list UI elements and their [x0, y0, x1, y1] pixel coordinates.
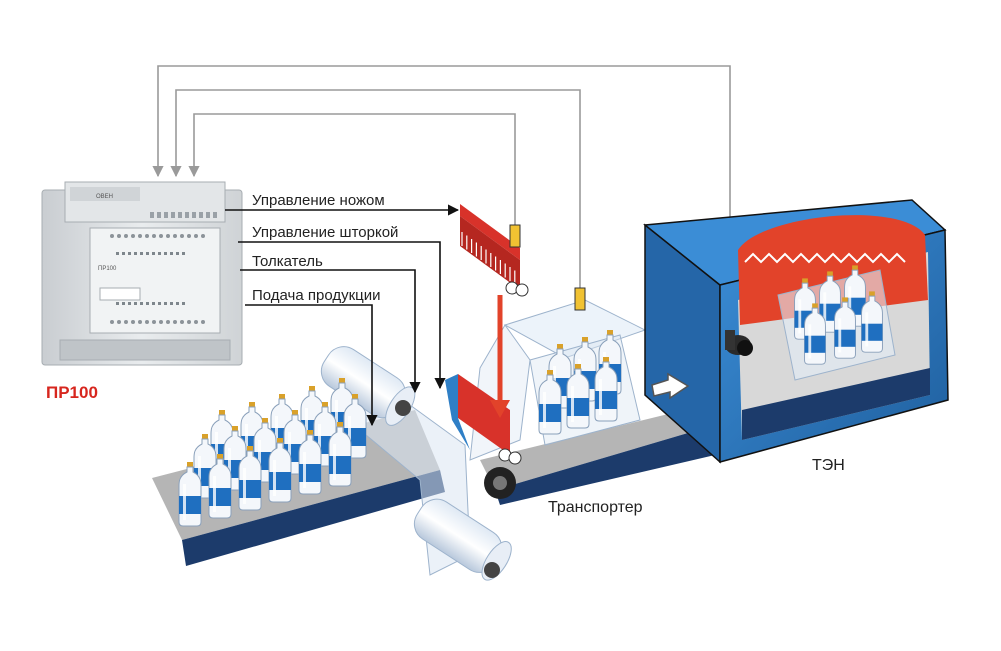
bottle [208, 454, 232, 519]
controller-model-label: ПР100 [46, 383, 98, 402]
bottle [804, 303, 826, 365]
bottle [566, 364, 590, 429]
signal-label-knife: Управление ножом [252, 192, 385, 209]
bottle [238, 446, 262, 511]
line-product-feed [245, 304, 378, 427]
conveyor-top-right [480, 405, 715, 490]
bottle [268, 438, 292, 503]
pack-bottles [538, 330, 622, 435]
line-shutter-control [238, 241, 446, 390]
controller-leds [99, 252, 185, 305]
film-roll-bottom-axle [484, 562, 500, 578]
bottle [298, 430, 322, 495]
conveyor-drive-roller-hub [493, 476, 507, 490]
arrow-right-icon [651, 372, 690, 400]
heat-tunnel [643, 199, 949, 464]
bottle [834, 297, 856, 359]
bottle [861, 291, 883, 353]
controller-logo-plate [70, 187, 140, 201]
controller-brand-logo: ОВЕН [96, 194, 113, 200]
product-presence-sensor [574, 287, 586, 311]
conveyor [152, 405, 715, 566]
wrapped-pack [469, 299, 647, 461]
bottle [844, 265, 866, 327]
controller-device: ОВЕН ПР100 [41, 181, 243, 366]
control-lines [225, 204, 460, 427]
knife-stroke-arrowhead [490, 400, 510, 418]
wire-product-sensor [170, 89, 581, 288]
tunnel-floor [742, 368, 930, 440]
signal-label-shutter: Управление шторкой [252, 224, 398, 241]
conveyor-side-left [182, 470, 445, 566]
controller-front-panel [89, 227, 221, 334]
wire-knife-sensor [188, 113, 516, 225]
knife-position-sensor [509, 224, 521, 248]
conveyor-side-right [495, 425, 715, 505]
heating-coil [744, 252, 906, 264]
conveyor-label: Транспортер [548, 499, 643, 516]
temperature-sensor [725, 330, 753, 356]
controller-terminals [110, 212, 217, 324]
bottle [328, 422, 352, 487]
sensor-wires [152, 65, 731, 330]
line-pusher [240, 269, 421, 394]
shutter-blue [445, 374, 470, 450]
bottle [178, 462, 202, 527]
knife-lower [445, 374, 522, 465]
bottle [538, 370, 562, 435]
film-roll-top-axle [395, 400, 411, 416]
tunnel-bottles [794, 265, 883, 365]
signal-label-pusher: Толкатель [252, 253, 323, 270]
wire-heater-sensor [152, 65, 731, 330]
knife-upper [460, 204, 529, 297]
signal-label-feed: Подача продукции [252, 287, 381, 304]
controller-panel-label: ПР100 [98, 266, 117, 272]
bottle [594, 357, 618, 422]
knife-springs [461, 232, 516, 285]
film-unit [320, 346, 512, 581]
heater-label: ТЭН [812, 457, 845, 474]
bottle-group [178, 378, 367, 527]
